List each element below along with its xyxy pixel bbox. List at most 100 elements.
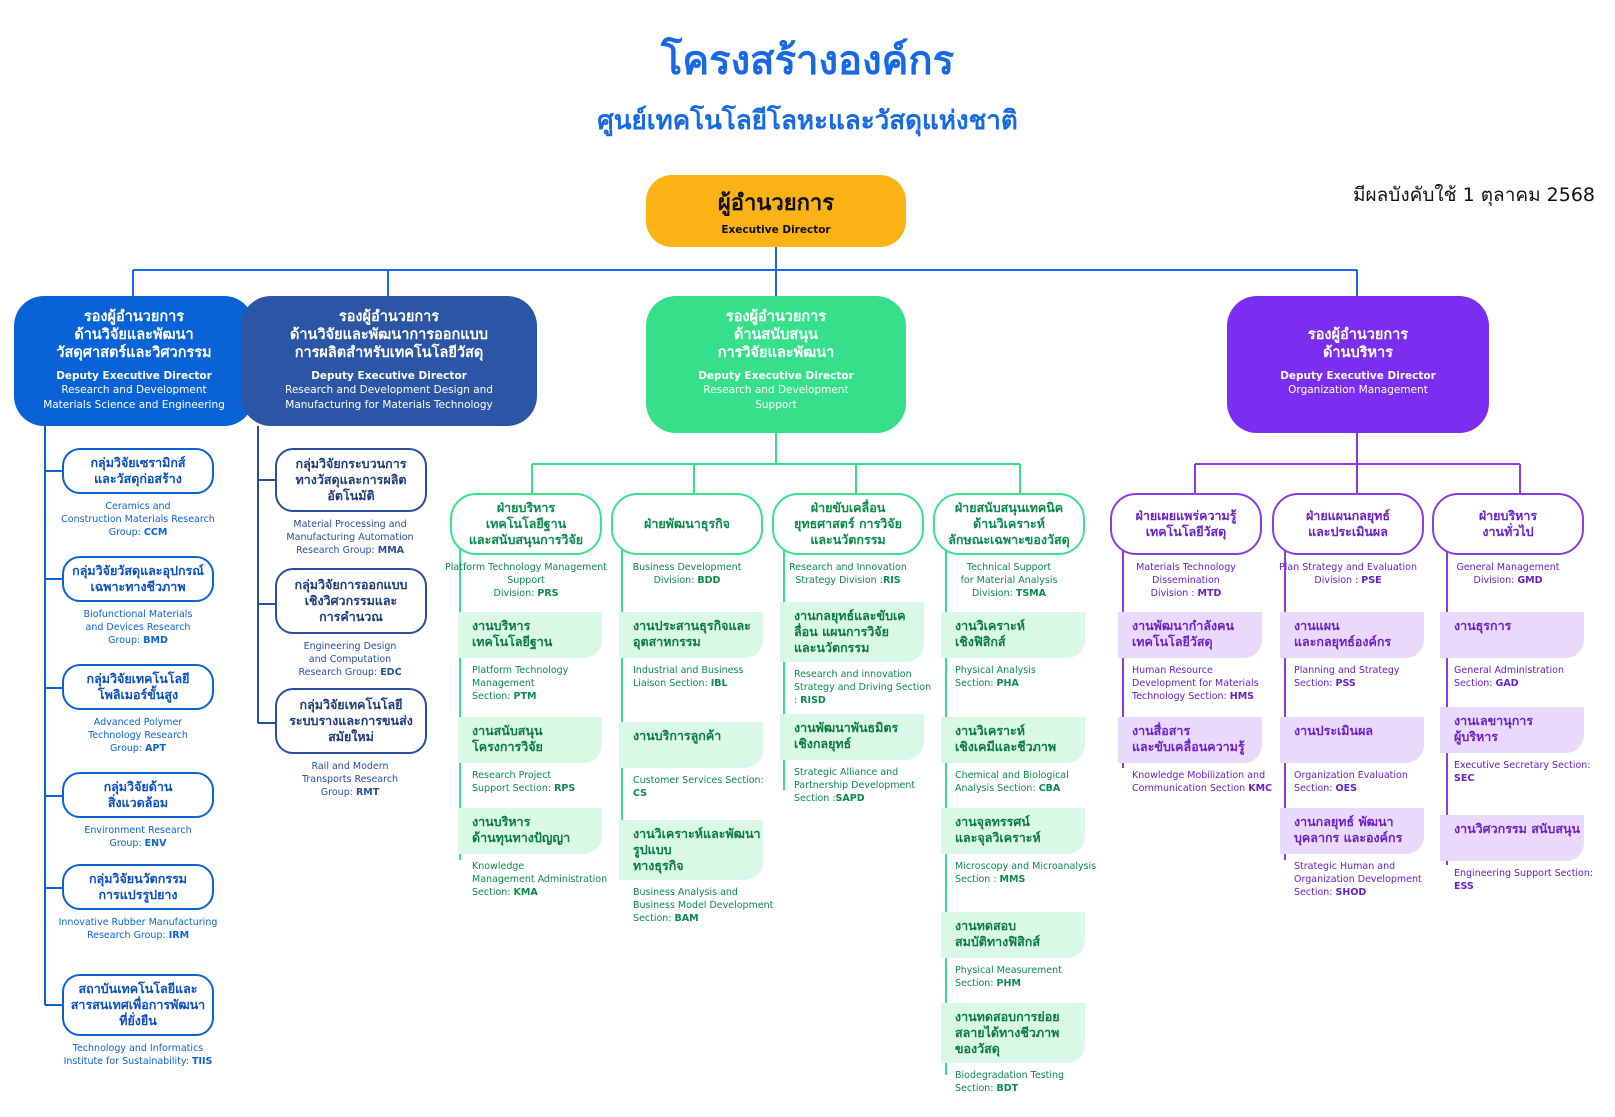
unit-code: PTM (513, 691, 537, 702)
unit-code: RISD (800, 695, 826, 706)
deputy-director-box: รองผู้อำนวยการ ด้านสนับสนุน การวิจัยและพ… (646, 296, 906, 433)
unit-code: RIS (882, 575, 901, 586)
english-name: Strategic Alliance and Partnership Devel… (794, 767, 916, 804)
unit-code: GMD (1517, 575, 1543, 586)
english-name: Innovative Rubber Manufacturing Research… (58, 917, 218, 941)
deputy-desc-en: Organization Management (1288, 384, 1428, 396)
unit-code: EDC (380, 667, 402, 678)
section-en: Platform Technology Management Section: … (458, 664, 618, 703)
research-group-box: กลุ่มวิจัยการออกแบบ เชิงวิศวกรรมและ การค… (275, 568, 427, 634)
page-subtitle: ศูนย์เทคโนโลยีโลหะและวัสดุแห่งชาติ (597, 106, 1018, 136)
unit-code: OES (1335, 783, 1357, 794)
unit-code: MMA (377, 545, 404, 556)
english-name: Research and Innovation Strategy Divisio… (789, 562, 907, 586)
unit-code: SAPD (835, 793, 865, 804)
unit-code: PSE (1361, 575, 1382, 586)
deputy-desc-en: Research and Development Materials Scien… (43, 384, 225, 411)
section-box: งานวิเคราะห์ เชิงฟิสิกส์ (941, 612, 1085, 658)
deputy-desc-en: Research and Development Support (703, 384, 849, 411)
section-box: งานบริหาร ด้านทุนทางปัญญา (458, 808, 602, 854)
english-name: Materials Technology Dissemination Divis… (1136, 562, 1236, 599)
english-name: Physical Measurement Section: (955, 965, 1062, 989)
research-group-en: Material Processing and Manufacturing Au… (262, 518, 438, 557)
section-box: งานบริการลูกค้า (619, 722, 763, 768)
deputy-title-en: Deputy Executive Director (56, 370, 212, 382)
division-en: Business Development Division: BDD (601, 561, 773, 587)
research-group-en: Engineering Design and Computation Resea… (262, 640, 438, 679)
division-box: ฝ่ายบริหาร เทคโนโลยีฐาน และสนับสนุนการวิ… (450, 493, 602, 555)
english-name: Platform Technology Management Section: (472, 665, 569, 702)
section-en: Customer Services Section: CS (619, 774, 779, 800)
section-box: งานกลยุทธ์ พัฒนา บุคลากร และองค์กร (1280, 808, 1424, 854)
section-box: งานวิเคราะห์ เชิงเคมีและชีวภาพ (941, 717, 1085, 763)
english-name: Material Processing and Manufacturing Au… (286, 519, 414, 556)
director-title-th: ผู้อำนวยการ (717, 191, 835, 216)
section-box: งานเลขานุการ ผู้บริหาร (1440, 707, 1584, 753)
deputy-title-en: Deputy Executive Director (311, 370, 467, 382)
deputy-title-en: Deputy Executive Director (1280, 370, 1436, 382)
unit-code: PHM (996, 978, 1021, 989)
research-group-en: Environment Research Group: ENV (50, 824, 226, 850)
page-title: โครงสร้างองค์กร (660, 38, 955, 84)
english-name: Technical Support for Material Analysis … (960, 562, 1058, 599)
english-name: General Administration Section: (1454, 665, 1564, 689)
section-box: งานสนับสนุน โครงการวิจัย (458, 717, 602, 763)
research-group-en: Ceramics and Construction Materials Rese… (50, 500, 226, 539)
section-box: งานบริหาร เทคโนโลยีฐาน (458, 612, 602, 658)
section-en: Strategic Human and Organization Develop… (1280, 860, 1440, 899)
english-name: Business Analysis and Business Model Dev… (633, 887, 774, 924)
english-name: Research and innovation Strategy and Dri… (794, 669, 932, 706)
deputy-director-box: รองผู้อำนวยการ ด้านวิจัยและพัฒนา วัสดุศา… (14, 296, 254, 426)
research-group-en: Advanced Polymer Technology Research Gro… (50, 716, 226, 755)
director-title-en: Executive Director (721, 224, 831, 236)
unit-code: IBL (710, 678, 728, 689)
english-name: Physical Analysis Section: (955, 665, 1036, 689)
section-box: งานสื่อสาร และขับเคลื่อนความรู้ (1118, 717, 1262, 763)
unit-code: KMC (1248, 783, 1273, 794)
section-en: Executive Secretary Section: SEC (1440, 759, 1600, 785)
deputy-title-th: รองผู้อำนวยการ ด้านวิจัยและพัฒนา วัสดุศา… (56, 309, 212, 361)
unit-code: RMT (355, 787, 380, 798)
unit-code: SHOD (1335, 887, 1367, 898)
research-group-box: กลุ่มวิจัยเทคโนโลยี โพลิเมอร์ขั้นสูง (62, 664, 214, 710)
section-en: Knowledge Management Administration Sect… (458, 860, 618, 899)
section-en: Research and innovation Strategy and Dri… (780, 668, 940, 707)
english-name: Customer Services Section: (633, 775, 764, 786)
section-en: Microscopy and Microanalysis Section : M… (941, 860, 1101, 886)
section-box: งานทดสอบ สมบัติทางฟิสิกส์ (941, 912, 1085, 958)
research-group-en: Innovative Rubber Manufacturing Research… (50, 916, 226, 942)
english-name: Advanced Polymer Technology Research Gro… (88, 717, 188, 754)
unit-code: HMS (1229, 691, 1255, 702)
division-box: ฝ่ายเผยแพร่ความรู้ เทคโนโลยีวัสดุ (1110, 493, 1262, 555)
research-group-box: กลุ่มวิจัยเทคโนโลยี ระบบรางและการขนส่ง ส… (275, 688, 427, 754)
section-en: Industrial and Business Liaison Section:… (619, 664, 779, 690)
unit-code: BDD (697, 575, 721, 586)
section-en: Engineering Support Section: ESS (1440, 867, 1600, 893)
section-box: งานแผน และกลยุทธ์องค์กร (1280, 612, 1424, 658)
section-box: งานทดสอบการย่อย สลายได้ทางชีวภาพ ของวัสด… (941, 1003, 1085, 1063)
section-box: งานวิศวกรรม สนับสนุน (1440, 815, 1584, 861)
unit-code: MMS (999, 874, 1026, 885)
effective-date: มีผลบังคับใช้ 1 ตุลาคม 2568 (1352, 184, 1595, 206)
unit-code: TIIS (192, 1056, 213, 1067)
research-group-box: กลุ่มวิจัยวัสดุและอุปกรณ์ เฉพาะทางชีวภาพ (62, 556, 214, 602)
research-group-box: กลุ่มวิจัยเซรามิกส์ และวัสดุก่อสร้าง (62, 448, 214, 494)
section-box: งานกลยุทธ์และขับเค ลื่อน แผนการวิจัย และ… (780, 602, 924, 662)
deputy-desc-en: Research and Development Design and Manu… (285, 384, 493, 411)
executive-director-box: ผู้อำนวยการ Executive Director (646, 175, 906, 247)
unit-code: GAD (1495, 678, 1519, 689)
section-en: Organization Evaluation Section: OES (1280, 769, 1440, 795)
division-en: Plan Strategy and Evaluation Division : … (1262, 561, 1434, 587)
division-box: ฝ่ายขับเคลื่อน ยุทธศาสตร์ การวิจัย และนว… (772, 493, 924, 555)
research-group-box: กลุ่มวิจัยนวัตกรรม การแปรรูปยาง (62, 864, 214, 910)
section-en: Physical Analysis Section: PHA (941, 664, 1101, 690)
research-group-box: กลุ่มวิจัยกระบวนการ ทางวัสดุและการผลิตอั… (275, 448, 427, 512)
english-name: Platform Technology Management Support D… (445, 562, 607, 599)
unit-code: KMA (513, 887, 538, 898)
section-box: งานพัฒนาพันธมิตร เชิงกลยุทธ์ (780, 714, 924, 760)
unit-code: BAM (674, 913, 699, 924)
unit-code: CBA (1038, 783, 1061, 794)
unit-code: RPS (554, 783, 576, 794)
